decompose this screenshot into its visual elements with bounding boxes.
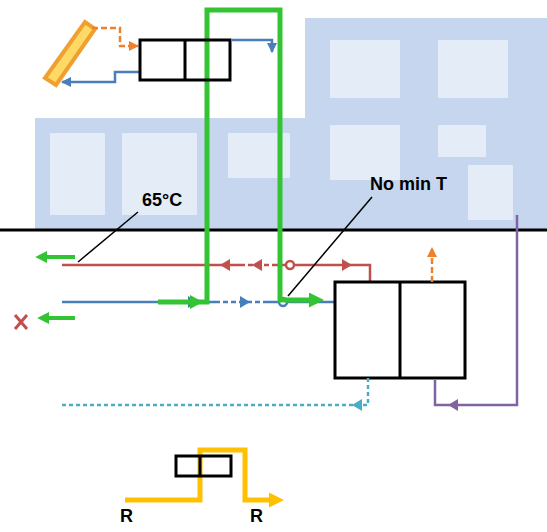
building-return [435,215,517,405]
flow-arrow [342,259,352,271]
solar-return [62,72,140,82]
divider [399,282,402,378]
flow-arrow [190,295,203,309]
leader-line [288,197,372,296]
blocked-arrow [42,316,75,320]
window [330,125,400,180]
ground-line [0,229,547,232]
green-loop [158,10,318,302]
yellow-loop [125,450,278,500]
solar-flow [92,28,138,46]
low-building [35,118,305,230]
export-arrow [40,255,75,259]
note-label: No min T [370,174,447,196]
window [468,165,513,220]
buildings [35,18,547,230]
heat-exchanger [335,282,465,378]
leader-line [78,212,138,262]
divider [184,40,187,80]
flow-arrow [220,259,230,271]
heat-exchanger [176,456,231,476]
pipe-label: R [250,506,263,528]
junction [286,261,294,269]
heat-exchanger [140,40,230,80]
flow-arrow [252,259,262,271]
cross-stroke [15,315,27,329]
cross-mark [15,315,27,329]
flow-arrow [448,399,458,411]
supply-pipe [62,264,240,267]
window [438,125,486,157]
flow-arrow [352,399,362,411]
cross-stroke [15,315,27,329]
window [50,133,105,215]
flow-arrow [240,296,250,308]
tall-building [305,18,547,230]
window [330,40,400,98]
building-supply [431,248,434,282]
window [438,40,508,98]
cooled-return [60,378,368,405]
solar-collector [45,22,95,85]
pipe-label: R [120,506,133,528]
roof-return [232,40,272,52]
divider [199,456,202,476]
temperature-label: 65°C [142,190,182,212]
window [122,133,197,215]
